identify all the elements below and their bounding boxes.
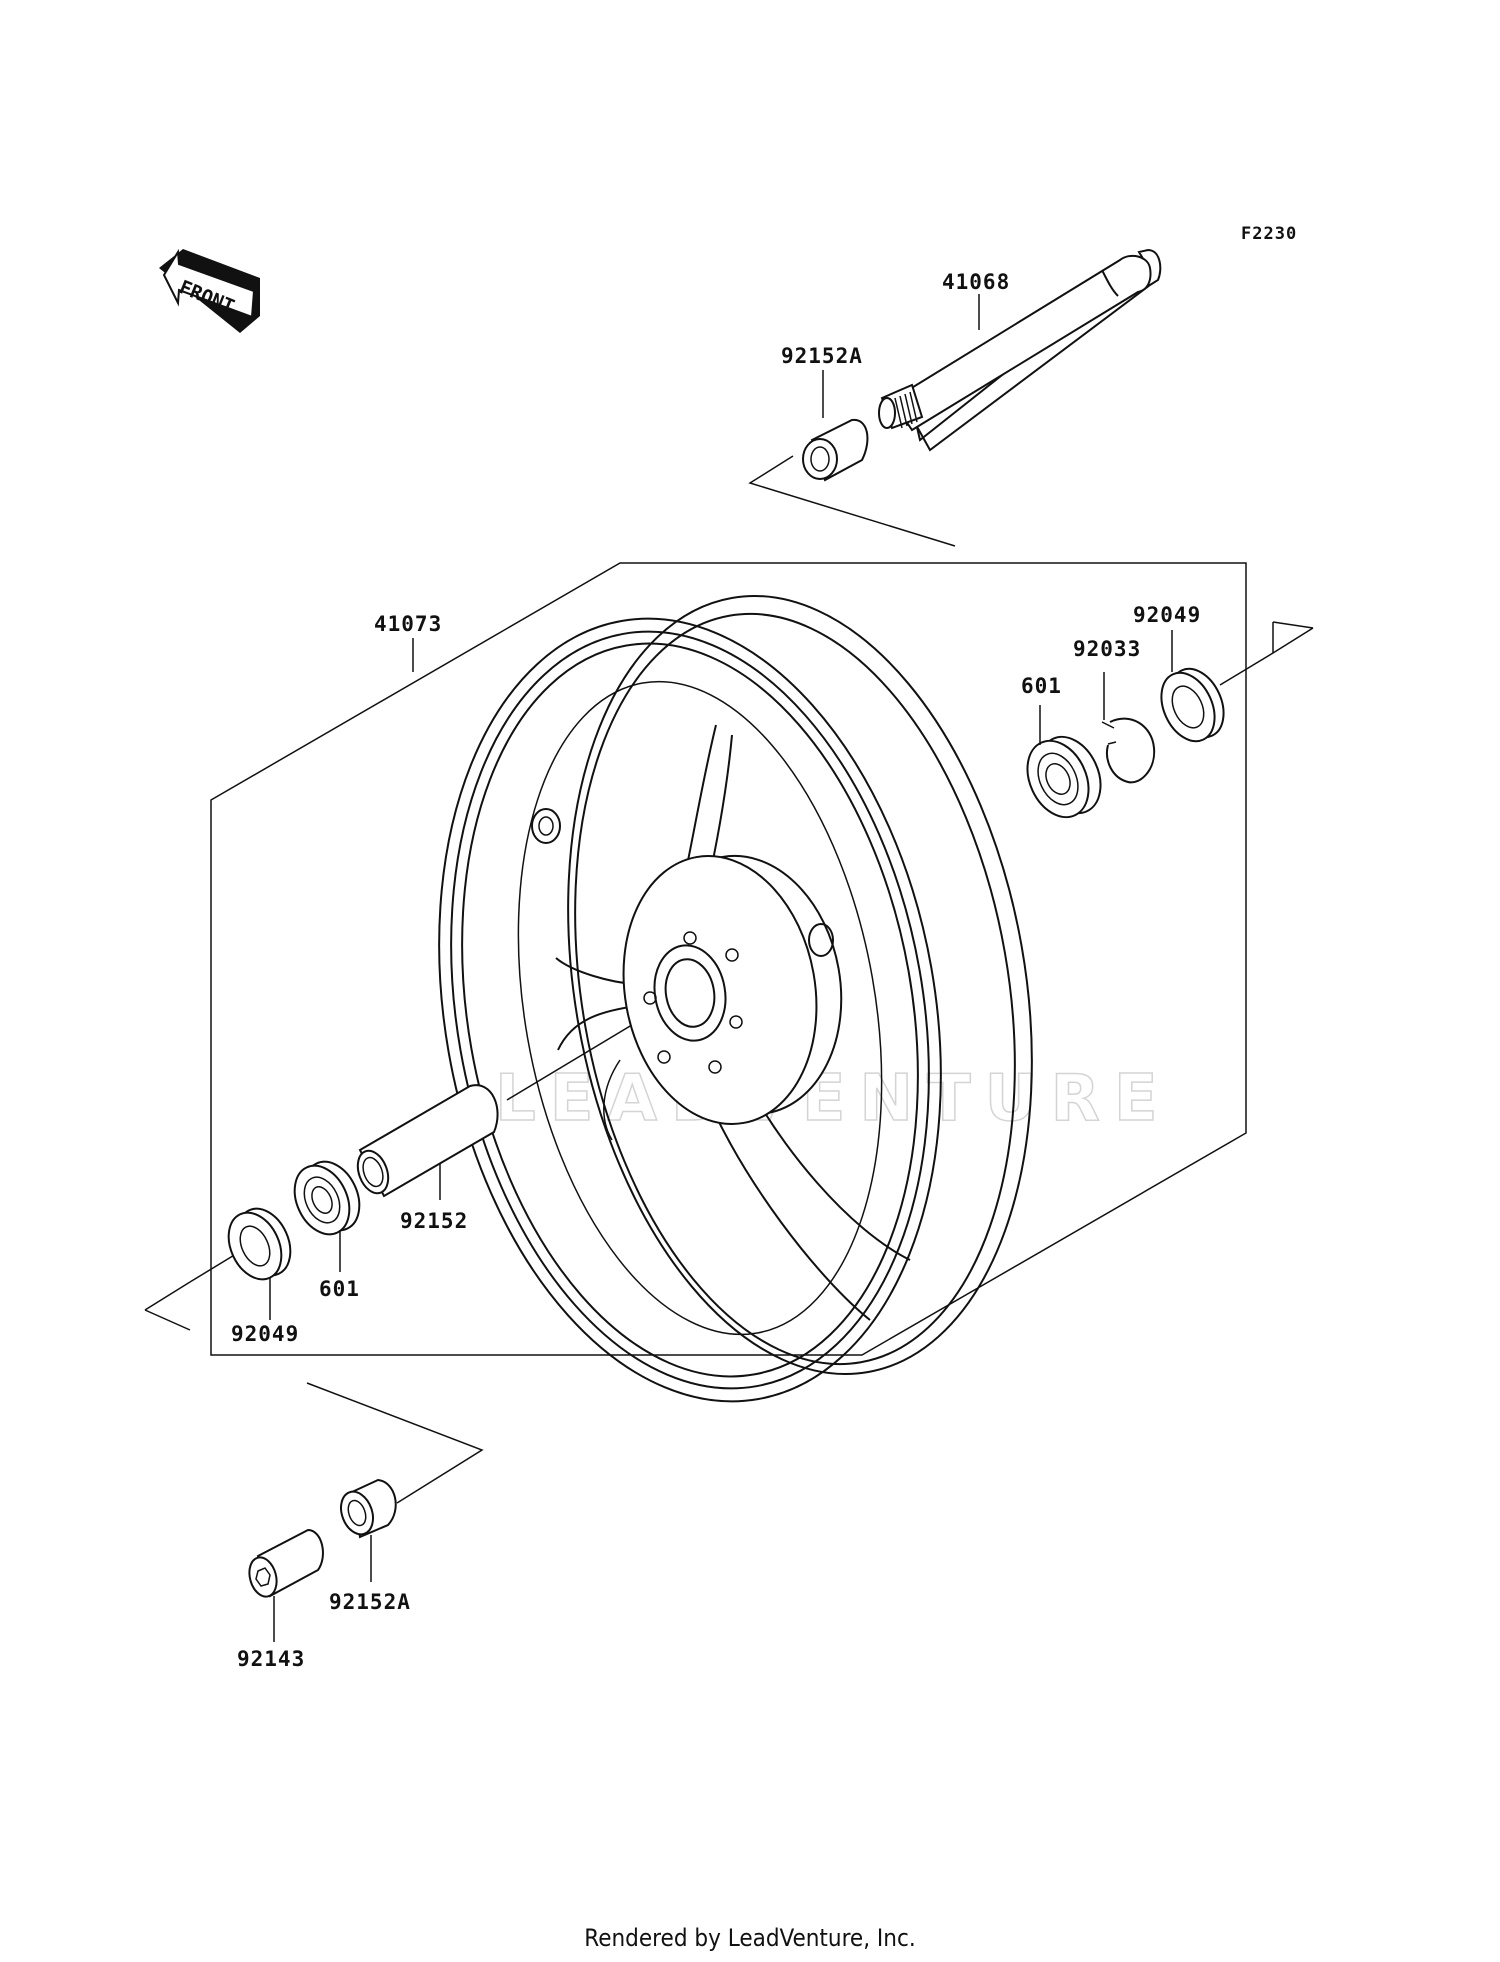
leader-lines xyxy=(269,294,1173,1642)
bearing-left-601 xyxy=(293,1160,361,1236)
collar-bottom-92152A xyxy=(340,1478,397,1539)
label-spacer: 92152 xyxy=(400,1209,468,1233)
label-seal-left: 92049 xyxy=(231,1322,299,1346)
plug-92143 xyxy=(248,1528,324,1598)
seal-left-92049 xyxy=(227,1207,292,1281)
label-collar-bottom: 92152A xyxy=(329,1590,411,1614)
label-plug: 92143 xyxy=(237,1647,305,1671)
figure-ref: F2230 xyxy=(1241,224,1297,244)
bearing-right-601 xyxy=(1026,735,1102,819)
footer-credit: Rendered by LeadVenture, Inc. xyxy=(584,1924,915,1952)
spacer-92152 xyxy=(356,1084,499,1198)
assembly-boundary xyxy=(210,562,1247,1356)
label-axle: 41068 xyxy=(942,270,1010,294)
label-wheel: 41073 xyxy=(374,612,442,636)
label-seal-right: 92049 xyxy=(1133,603,1201,627)
label-circlip: 92033 xyxy=(1073,637,1141,661)
wheel-41073 xyxy=(438,595,1033,1403)
circlip-92033 xyxy=(1101,717,1156,784)
part-labels: 41068 92152A 41073 92049 92033 601 92152… xyxy=(231,270,1201,1671)
label-bearing-right: 601 xyxy=(1021,674,1062,698)
label-collar-top: 92152A xyxy=(781,344,863,368)
front-arrow-icon: FRONT xyxy=(159,248,260,333)
collar-top-92152A xyxy=(802,418,869,482)
label-bearing-left: 601 xyxy=(319,1277,360,1301)
axle-41068 xyxy=(878,248,1162,452)
seal-right-92049 xyxy=(1160,667,1225,743)
